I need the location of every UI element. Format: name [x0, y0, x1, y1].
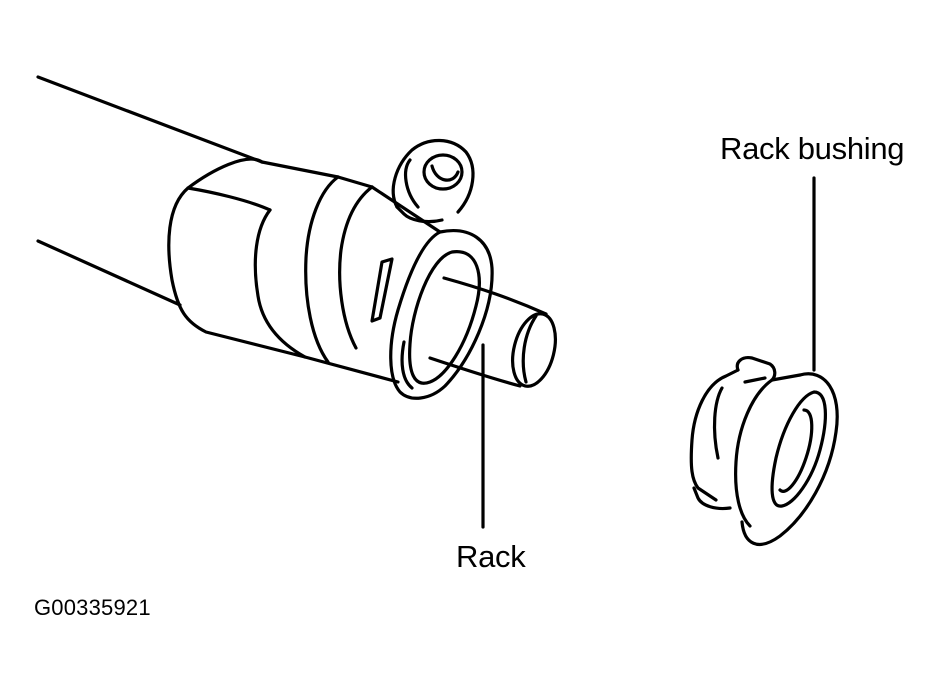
seal-ring	[389, 229, 494, 400]
figure-code: G00335921	[34, 595, 151, 620]
rack-shaft	[428, 276, 557, 388]
gear-housing-tube	[36, 75, 264, 307]
housing-collar	[167, 157, 374, 364]
housing-sleeve	[303, 185, 442, 384]
rack-bushing-part	[689, 356, 839, 546]
rack-bushing-label: Rack bushing	[720, 131, 905, 166]
mounting-tab	[391, 138, 475, 224]
rack-label: Rack	[456, 539, 526, 574]
